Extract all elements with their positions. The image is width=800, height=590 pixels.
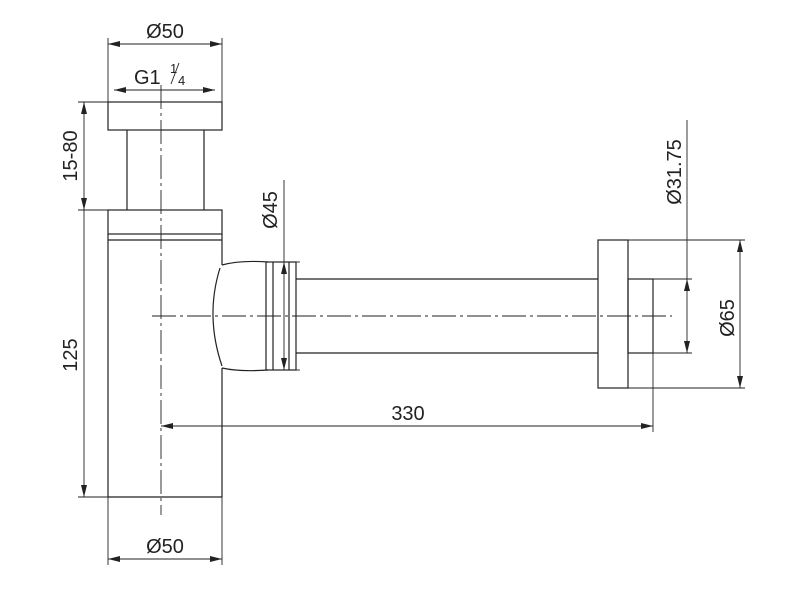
thread-dimension: G1 1 4 [114,61,215,93]
body-collar [107,209,223,241]
top-diameter-label: Ø50 [146,21,184,43]
top-diameter-dimension: Ø50 [107,21,223,102]
horizontal-pipe [296,278,598,354]
length-dimension: 330 [161,353,654,432]
length-label: 330 [391,403,424,425]
main-body [107,234,223,498]
height-adjust-dimension: 15-80 [60,101,108,211]
outlet-diameter-label: Ø45 [260,191,282,229]
top-cap [107,101,223,131]
thread-fraction-numerator: 1 [170,61,177,76]
elbow-outlet [212,260,269,372]
wall-flange [597,239,654,389]
thread-fraction-bar [170,62,180,85]
body-height-dimension: 125 [60,210,108,498]
thread-label: G1 [134,67,161,89]
adjustable-neck [126,130,205,210]
height-adjust-label: 15-80 [60,130,82,181]
pipe-diameter-label: Ø31.75 [664,139,686,205]
thread-fraction-denominator: 4 [178,73,185,88]
pipe-diameter-dimension: Ø31.75 [653,120,692,354]
bottom-diameter-dimension: Ø50 [107,497,223,565]
flange-diameter-dimension: Ø65 [628,239,745,389]
flange-diameter-label: Ø65 [717,299,739,337]
bottom-diameter-label: Ø50 [146,536,184,558]
outlet-diameter-dimension: Ø45 [260,180,300,371]
body-height-label: 125 [60,338,82,371]
